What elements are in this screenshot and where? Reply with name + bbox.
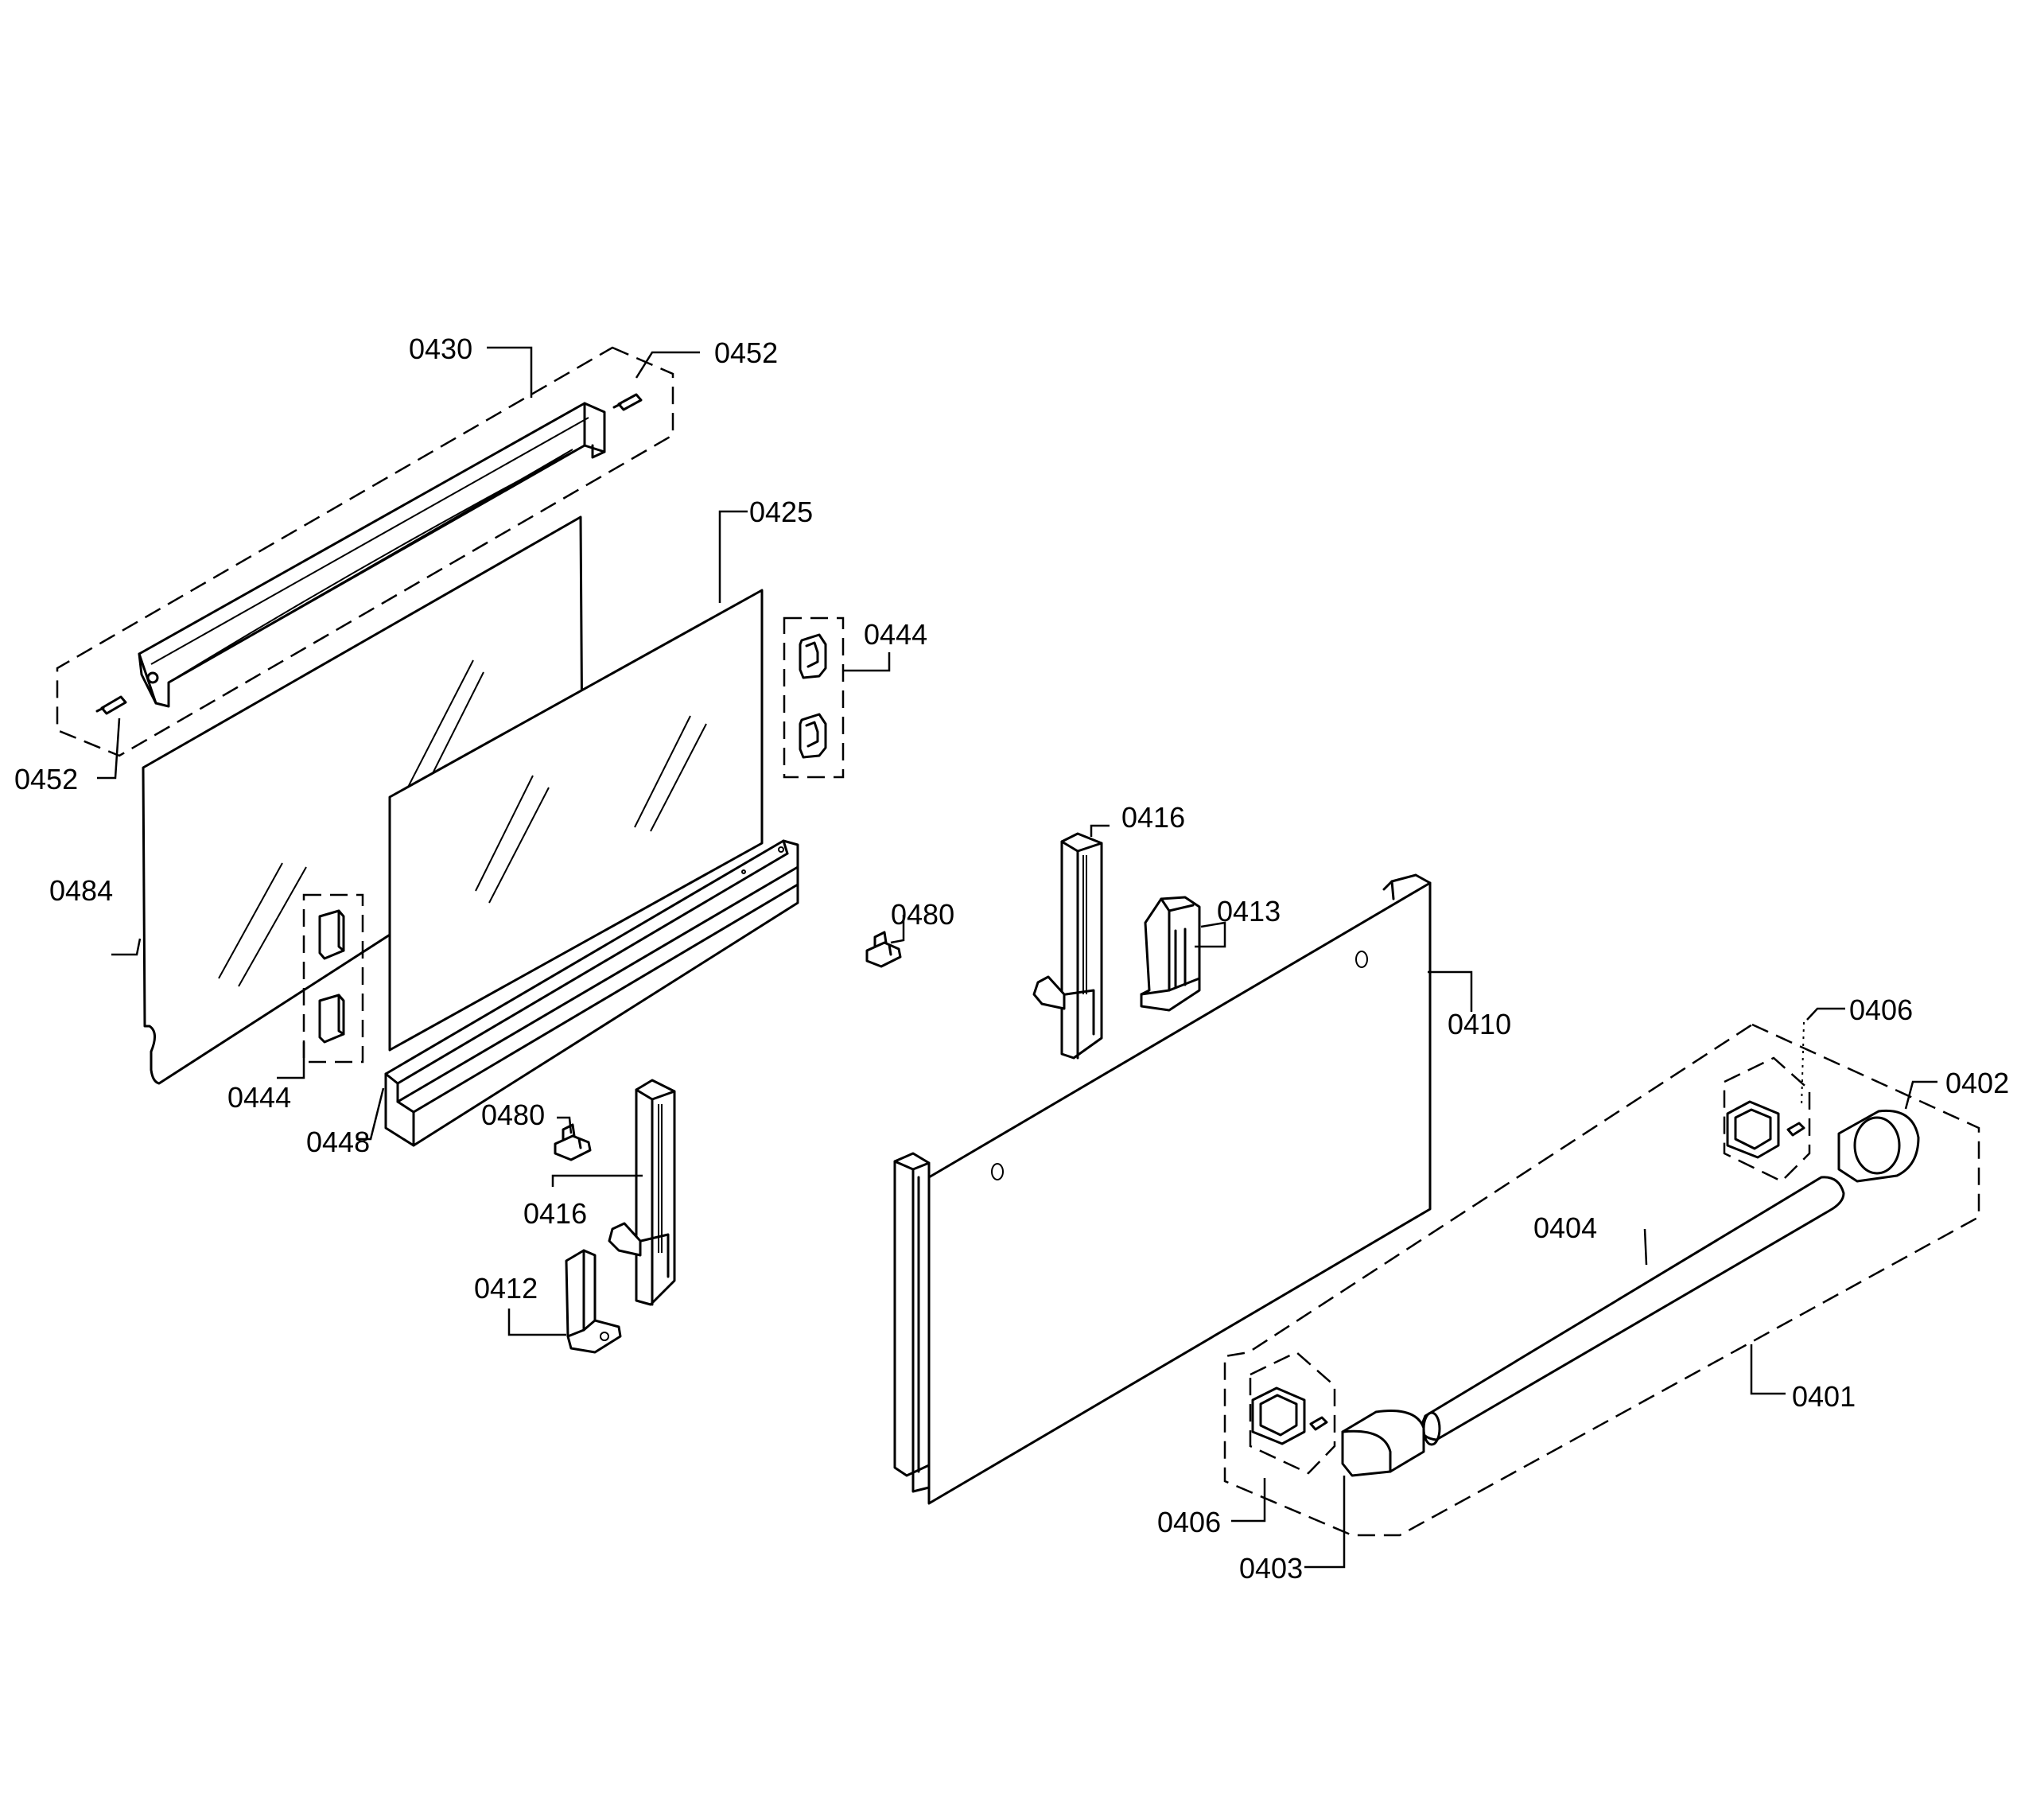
callout-0444-right: 0444 xyxy=(864,618,927,651)
part-0452-pin-left xyxy=(100,695,127,715)
part-0404-handle-bar xyxy=(1419,1176,1845,1441)
part-0425-inner-glass xyxy=(388,589,764,1052)
callout-0406-top: 0406 xyxy=(1849,994,1913,1026)
part-0480-clip-lower xyxy=(554,1123,592,1161)
callout-0430: 0430 xyxy=(409,332,472,365)
group-outline-0430 xyxy=(56,346,674,757)
callout-0413: 0413 xyxy=(1217,895,1281,928)
group-outline-0401 xyxy=(1223,1023,1980,1537)
callout-0448: 0448 xyxy=(306,1126,370,1158)
part-0444-clips-right xyxy=(783,616,845,779)
callout-0425: 0425 xyxy=(749,496,813,528)
callout-0480-lower: 0480 xyxy=(481,1099,545,1131)
callout-0406-bottom: 0406 xyxy=(1157,1506,1221,1538)
part-0416-hinge-upper xyxy=(1032,832,1103,1060)
part-0416-hinge-lower xyxy=(608,1079,676,1306)
callout-0410: 0410 xyxy=(1448,1008,1511,1040)
part-0410-door-panel xyxy=(893,873,1432,1505)
callout-0412: 0412 xyxy=(474,1272,538,1305)
callout-0404: 0404 xyxy=(1533,1211,1597,1244)
callout-0416-upper: 0416 xyxy=(1121,801,1185,834)
part-0402-end-cap xyxy=(1837,1109,1920,1183)
callout-0452-top: 0452 xyxy=(714,336,778,369)
part-0401-handle-group xyxy=(1223,1023,1980,1537)
part-0403-end-cap xyxy=(1341,1410,1425,1477)
callout-0402: 0402 xyxy=(1945,1067,2009,1099)
callout-0403: 0403 xyxy=(1239,1552,1303,1585)
callout-0416-lower: 0416 xyxy=(523,1197,587,1230)
callout-0444-left: 0444 xyxy=(227,1081,291,1114)
part-0413-bracket xyxy=(1140,896,1201,1012)
callout-0484: 0484 xyxy=(49,874,113,907)
callout-labels: 0430 0452 0452 0425 0444 0484 0444 0448 … xyxy=(14,332,2009,1585)
callout-0401: 0401 xyxy=(1792,1380,1856,1413)
part-0448-bottom-channel xyxy=(384,839,799,1147)
leader-lines xyxy=(97,346,1937,1569)
callout-0452-left: 0452 xyxy=(14,763,78,795)
part-0412-bracket xyxy=(565,1249,622,1354)
part-0480-clip-upper xyxy=(865,931,902,968)
part-0444-clips-left xyxy=(302,893,364,1064)
part-0452-pin-top xyxy=(617,393,643,411)
callout-0480-upper: 0480 xyxy=(891,898,954,931)
part-0430-top-trim-group xyxy=(56,346,674,757)
